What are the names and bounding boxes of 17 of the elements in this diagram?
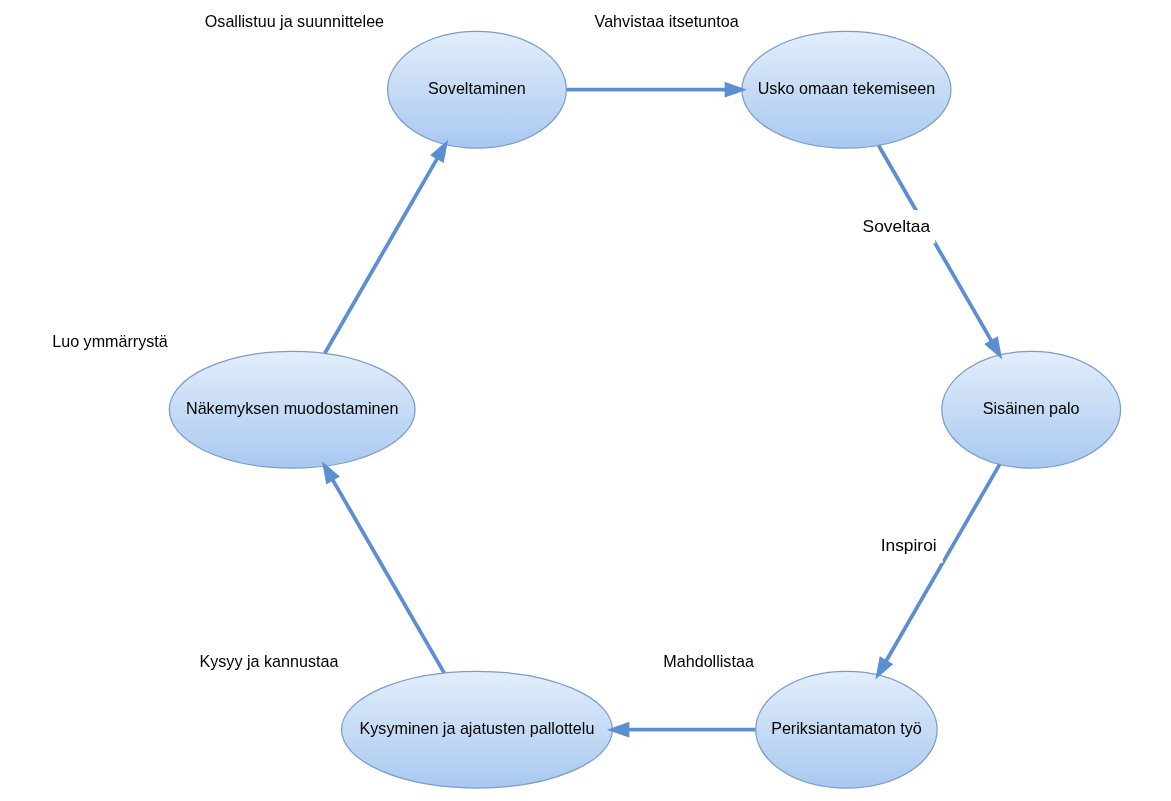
node-ellipse: Soveltaminen: [386, 30, 567, 149]
node-ellipse: Kysyminen ja ajatusten pallottelu: [340, 670, 613, 789]
node-label: Luo ymmärrystä: [52, 331, 168, 350]
node-ellipse: Sisäinen palo: [941, 350, 1122, 469]
edge-label: Soveltaa: [862, 215, 931, 236]
node-ellipse: Periksiantamaton työ: [755, 670, 938, 789]
arrow: [323, 139, 449, 354]
arrow: [566, 81, 748, 98]
arrow: [606, 721, 756, 738]
node-label: Vahvistaa itsetuntoa: [594, 11, 739, 30]
node-label: Osallistuu ja suunnittelee: [204, 11, 385, 30]
edge-label: Inspiroi: [880, 534, 937, 555]
node-label: Mahdollistaa: [663, 651, 754, 670]
node-ellipse: Näkemyksen muodostaminen: [168, 350, 416, 469]
node-label: Kysyy ja kannustaa: [199, 651, 339, 670]
arrow: [321, 460, 446, 674]
node-ellipse: Usko omaan tekemiseen: [741, 30, 952, 149]
